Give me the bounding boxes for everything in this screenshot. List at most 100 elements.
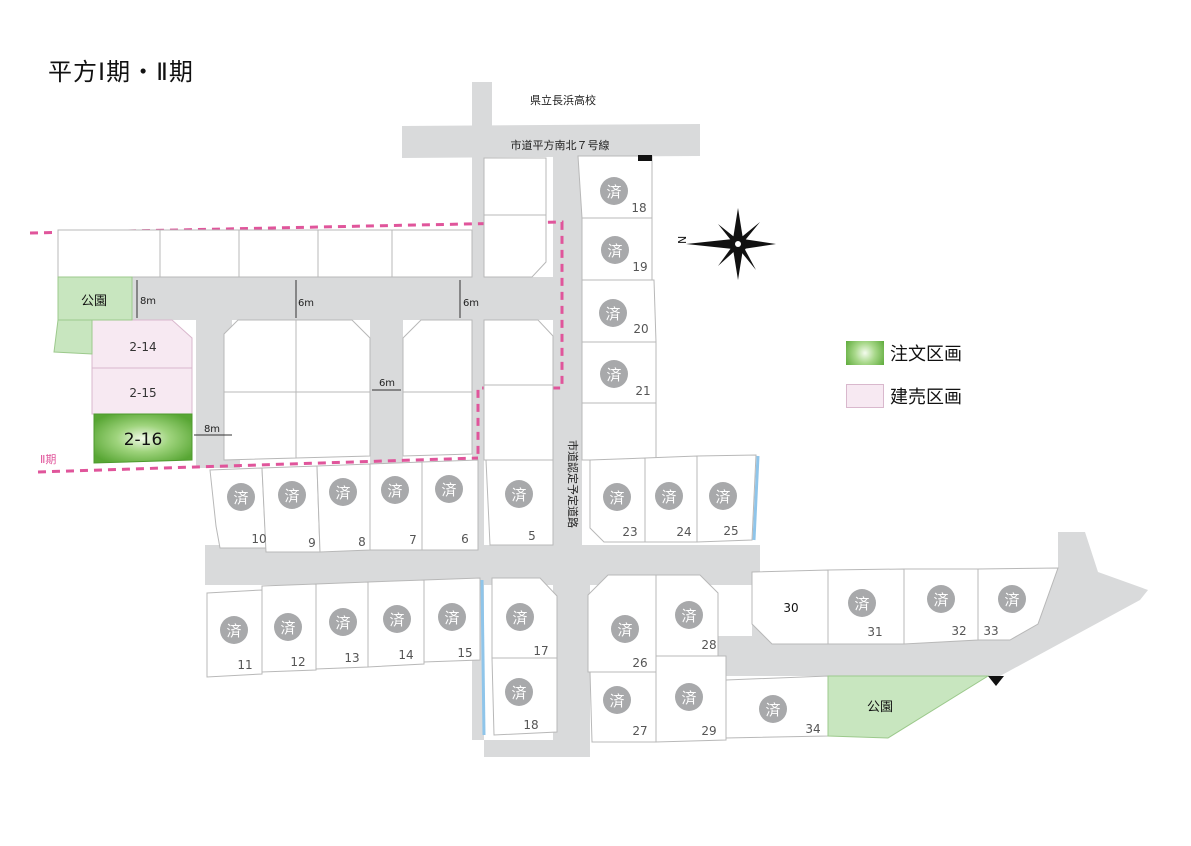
- sold-mark: 済: [441, 481, 456, 499]
- width-label-8m-b: 8m: [204, 424, 220, 435]
- lot-top-4[interactable]: [317, 229, 393, 278]
- lot-number-24: 24: [676, 525, 691, 539]
- lot-top-3[interactable]: [238, 229, 319, 278]
- sold-badge-7: [381, 476, 409, 504]
- lot-number-30: 30: [783, 601, 798, 615]
- sold-badge-18-south: [505, 678, 533, 706]
- lot-inner-5[interactable]: [402, 319, 473, 393]
- lot-number-13: 13: [344, 651, 359, 665]
- sold-badge-29: [675, 683, 703, 711]
- width-label-8m-a: 8m: [140, 296, 156, 307]
- sold-mark: 済: [226, 622, 241, 640]
- lot-number-5: 5: [528, 529, 536, 543]
- sold-mark: 済: [606, 183, 621, 201]
- lot-number-12: 12: [290, 655, 305, 669]
- road-mid-vertical: [370, 320, 403, 470]
- compass-north-icon: N: [676, 208, 776, 280]
- svg-text:N: N: [676, 236, 689, 244]
- sold-mark: 済: [511, 486, 526, 504]
- road-left-vertical: [165, 320, 240, 468]
- sold-badge-24: [655, 482, 683, 510]
- label-school: 県立長浜高校: [530, 93, 596, 107]
- sold-mark: 済: [765, 701, 780, 719]
- lot-north-a[interactable]: [483, 157, 547, 216]
- lot-number-25: 25: [723, 524, 738, 538]
- lot-22-unlabeled[interactable]: [581, 402, 657, 461]
- lot-top-5[interactable]: [391, 229, 473, 278]
- sold-mark: 済: [335, 614, 350, 632]
- lot-north-b[interactable]: [483, 214, 547, 278]
- lot-30[interactable]: [751, 569, 829, 645]
- sold-mark: 済: [1004, 591, 1019, 609]
- sold-mark: 済: [617, 621, 632, 639]
- lot-inner-1[interactable]: [223, 319, 297, 393]
- lot-2-14[interactable]: [91, 319, 193, 369]
- sold-mark: 済: [512, 609, 527, 627]
- phase-line-north: [29, 220, 564, 458]
- lot-inner-8[interactable]: [483, 384, 554, 461]
- sold-badge-8: [329, 478, 357, 506]
- sold-badge-9: [278, 481, 306, 509]
- lot-number-34: 34: [805, 722, 820, 736]
- lot-inner-2[interactable]: [295, 319, 371, 393]
- page-title: 平方Ⅰ期・Ⅱ期: [48, 58, 194, 86]
- sold-mark: 済: [609, 692, 624, 710]
- sold-mark: 済: [284, 487, 299, 505]
- width-labels: 8m 6m 6m 6m 8m: [140, 296, 479, 435]
- lot-number-18: 18: [631, 201, 646, 215]
- legend-label-order: 注文区画: [890, 344, 962, 365]
- lot-inner-6[interactable]: [402, 391, 473, 457]
- sold-mark: 済: [933, 591, 948, 609]
- sold-marks: 済 済 済 済 済 済 済 済 済 済 済 済 済 済 済 済 済 済 済 済 …: [226, 183, 1019, 719]
- road-center: [553, 150, 590, 757]
- lot-top-1[interactable]: [57, 229, 161, 278]
- lot-label-2-15: 2-15: [129, 386, 156, 400]
- lot-2-16[interactable]: [93, 413, 193, 464]
- park-west-lower: [53, 319, 93, 355]
- lot-inner-7[interactable]: [483, 319, 554, 386]
- park-label-east: 公園: [867, 700, 893, 715]
- sold-badge-10: [227, 483, 255, 511]
- sold-badge-33: [998, 585, 1026, 613]
- sold-badge-19: [601, 236, 629, 264]
- lot-number-21: 21: [635, 384, 650, 398]
- lot-6[interactable]: [421, 459, 479, 551]
- width-label-6m-c: 6m: [463, 298, 479, 309]
- sold-mark: 済: [605, 305, 620, 323]
- lot-number-8: 8: [358, 535, 366, 549]
- sold-badge-27: [603, 686, 631, 714]
- marker-north: [638, 155, 652, 161]
- sold-badge-15: [438, 603, 466, 631]
- lot-inner-3[interactable]: [223, 391, 297, 461]
- lot-number-17: 17: [533, 644, 548, 658]
- phase-label: Ⅱ期: [40, 453, 56, 466]
- sold-mark: 済: [715, 488, 730, 506]
- width-markers: [136, 280, 461, 436]
- lot-number-15: 15: [457, 646, 472, 660]
- sold-mark: 済: [681, 689, 696, 707]
- lot-number-27: 27: [632, 724, 647, 738]
- sold-mark: 済: [854, 595, 869, 613]
- sold-badge-13: [329, 608, 357, 636]
- lot-inner-4[interactable]: [295, 391, 371, 459]
- park-west[interactable]: [57, 276, 133, 321]
- water-south: [480, 579, 486, 736]
- lot-number-14: 14: [398, 648, 413, 662]
- lot-top-2[interactable]: [159, 229, 240, 278]
- water-east: [752, 455, 760, 541]
- sold-mark: 済: [444, 609, 459, 627]
- park-east[interactable]: [827, 675, 990, 739]
- road-south-stub: [484, 740, 590, 757]
- sold-badge-23: [603, 483, 631, 511]
- sold-badges: [220, 177, 1026, 723]
- phase-line-south: [37, 456, 479, 474]
- sold-badge-14: [383, 605, 411, 633]
- sold-mark: 済: [609, 489, 624, 507]
- road-north-stub: [472, 82, 492, 126]
- road-upper: [132, 277, 553, 320]
- lot-number-9: 9: [308, 536, 316, 550]
- label-north-road: 市道平方南北７号線: [511, 138, 610, 152]
- sold-badge-25: [709, 482, 737, 510]
